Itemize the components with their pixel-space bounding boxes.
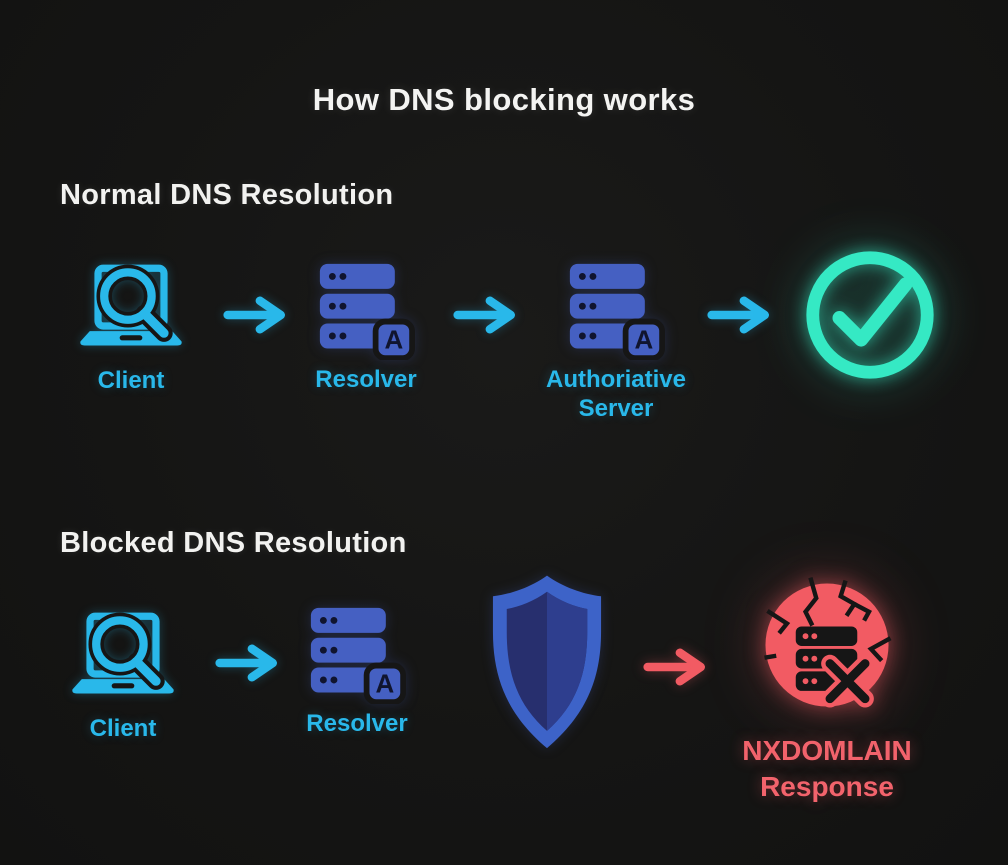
blocked-resolver-label: Resolver [306, 710, 408, 737]
normal-flow-heading: Normal DNS Resolution [60, 179, 394, 211]
block-shield-icon [492, 575, 602, 749]
nxdomain-broken-server-icon [764, 577, 892, 708]
normal-client-label: Client [97, 367, 165, 394]
arrow-right-icon [642, 646, 714, 688]
normal-client-node: Client [64, 260, 198, 395]
arrow-right-icon [706, 294, 778, 336]
nxdomain-response-label: NXDOMLAIN Response [742, 733, 912, 805]
dns-server-icon [307, 606, 407, 704]
normal-resolver-node: Resolver [303, 262, 429, 394]
nxdomain-label-line2: Response [760, 770, 894, 802]
blocked-client-label: Client [89, 715, 157, 742]
blocked-resolver-node: Resolver [294, 606, 420, 738]
arrow-right-icon [222, 294, 294, 336]
page-title: How DNS blocking works [312, 82, 696, 117]
arrow-right-icon [452, 294, 524, 336]
nxdomain-node: NXDOMLAIN Response [735, 563, 919, 805]
blocked-flow-heading: Blocked DNS Resolution [60, 527, 407, 559]
blocked-client-node: Client [56, 608, 190, 743]
arrow-right-icon [214, 642, 286, 684]
success-check-icon [806, 251, 934, 379]
authoritative-server-label: Authoriative Server [545, 366, 686, 423]
laptop-search-icon [65, 608, 181, 709]
dns-server-icon [316, 262, 416, 360]
nxdomain-label-line1: NXDOMLAIN [742, 735, 912, 766]
dns-server-icon [566, 262, 666, 360]
laptop-search-icon [73, 260, 189, 361]
authoritative-server-node: Authoriative Server [534, 262, 698, 424]
normal-resolver-label: Resolver [315, 366, 417, 393]
